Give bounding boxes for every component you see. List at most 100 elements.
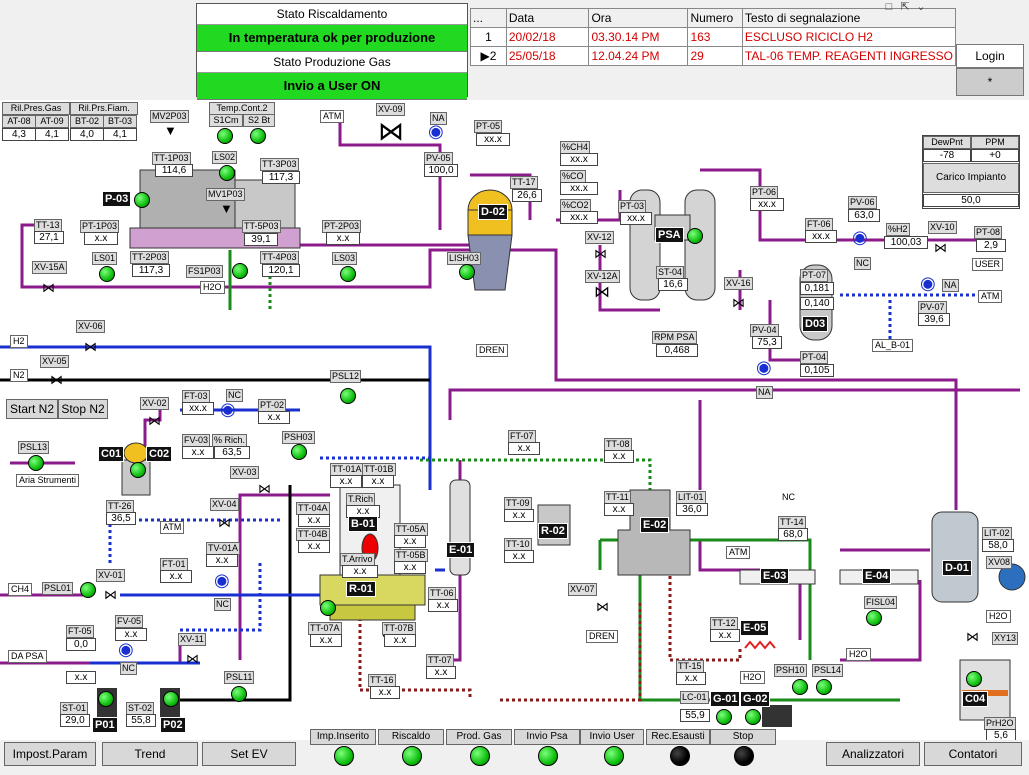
col-time[interactable]: Ora — [588, 8, 689, 28]
xv04-valve-icon[interactable]: ⋈ — [218, 515, 231, 530]
pt04-tag: PT-04 — [800, 351, 829, 364]
c02-equipment[interactable]: C02 — [146, 446, 173, 462]
pt03-value: xx.x — [620, 212, 652, 225]
pv06-actuator-icon[interactable]: ◉ — [852, 227, 868, 247]
login-button[interactable]: Login — [956, 44, 1024, 68]
xy13-tag: XY13 — [992, 632, 1019, 645]
d03-equipment[interactable]: D03 — [802, 316, 829, 332]
tt1p03-value: 114,6 — [155, 164, 193, 177]
alarm-text: TAL-06 TEMP. REAGENTI INGRESSO — [741, 46, 957, 66]
at09-value: 4,1 — [35, 128, 69, 141]
alarm-text: ESCLUSO RICICLO H2 — [741, 27, 957, 47]
xv16-valve-icon[interactable]: ⋈ — [732, 295, 745, 310]
rec-esausti-led — [670, 746, 690, 766]
xv10-valve-icon[interactable]: ⋈ — [934, 240, 947, 255]
fv05-value: x.x — [115, 628, 147, 641]
alarm-table[interactable]: ... Data Ora Numero Testo di segnalazion… — [470, 8, 957, 66]
xv12-valve-icon[interactable]: ⋈ — [594, 246, 607, 261]
col-text[interactable]: Testo di segnalazione — [741, 8, 957, 28]
user-label: USER — [972, 258, 1004, 271]
c01-equipment[interactable]: C01 — [98, 446, 125, 462]
xv11-valve-icon[interactable]: ⋈ — [186, 651, 199, 666]
analizzatori-button[interactable]: Analizzatori — [826, 742, 920, 766]
dren-label-b: DREN — [586, 630, 618, 643]
tv01a-actuator-icon[interactable]: ◉ — [214, 570, 230, 590]
start-n2-button[interactable]: Start N2 — [6, 399, 58, 419]
riscaldo-label: Riscaldo — [378, 729, 444, 745]
xv01-valve-icon[interactable]: ⋈ — [104, 587, 117, 602]
col-date[interactable]: Data — [505, 8, 590, 28]
p02-equipment[interactable]: P02 — [160, 717, 186, 733]
trend-button[interactable]: Trend — [102, 742, 198, 766]
tt10-value: x.x — [504, 550, 534, 563]
e02-equipment[interactable]: E-02 — [640, 517, 670, 533]
xv07-valve-icon[interactable]: ⋈ — [596, 599, 609, 614]
xy13-valve-icon[interactable]: ⋈ — [966, 629, 979, 644]
g02-equipment[interactable]: G-02 — [740, 691, 771, 707]
atm-label-c: ATM — [160, 521, 185, 534]
imp-inserito-led — [334, 746, 354, 766]
impost-param-button[interactable]: Impost.Param — [4, 742, 96, 766]
xv09-valve-icon[interactable]: ⋈ — [378, 116, 404, 146]
g01-equipment[interactable]: G-01 — [710, 691, 741, 707]
mv2p03-valve-icon[interactable]: ▼ — [164, 123, 177, 138]
nc-label-b: NC — [226, 389, 243, 402]
pv07-actuator-icon[interactable]: ◉ — [920, 273, 936, 293]
tt14-value: 68,0 — [778, 528, 808, 541]
e04-equipment[interactable]: E-04 — [862, 568, 892, 584]
p03-equipment[interactable]: P-03 — [102, 191, 132, 207]
d02-equipment[interactable]: D-02 — [478, 204, 508, 220]
expand-icon[interactable]: ⇱ — [900, 1, 910, 13]
heating-status-title: Stato Riscaldamento — [197, 4, 467, 25]
pv05-actuator-icon[interactable]: ◉ — [428, 121, 444, 141]
chevron-down-icon[interactable]: ⌄ — [916, 1, 926, 13]
ft06-value: xx.x — [805, 230, 837, 243]
pv07-value: 39,6 — [918, 313, 950, 326]
alarm-row[interactable]: ▶2 25/05/18 12.04.24 PM 29 TAL-06 TEMP. … — [470, 46, 957, 66]
carico-impianto-tag: Carico Impianto — [923, 163, 1019, 193]
atm-label-a: ATM — [320, 110, 345, 123]
tt15-tag: TT-15 — [676, 660, 704, 673]
alarm-row[interactable]: 1 20/02/18 03.30.14 PM 163 ESCLUSO RICIC… — [470, 27, 957, 47]
e05-equipment[interactable]: E-05 — [740, 620, 770, 636]
ls03-led — [340, 266, 356, 282]
xv11-tag: XV-11 — [178, 633, 206, 646]
col-index[interactable]: ... — [470, 8, 507, 28]
p01-equipment[interactable]: P01 — [92, 717, 118, 733]
fv05-actuator-icon[interactable]: ◉ — [118, 639, 134, 659]
d01-equipment[interactable]: D-01 — [942, 560, 972, 576]
e03-equipment[interactable]: E-03 — [760, 568, 790, 584]
e01-equipment[interactable]: E-01 — [446, 542, 476, 558]
xv05-tag: XV-05 — [40, 355, 69, 368]
psl01-led — [80, 582, 96, 598]
xv03-valve-icon[interactable]: ⋈ — [258, 481, 271, 496]
mv1p03-valve-icon[interactable]: ▼ — [220, 201, 233, 216]
stop-n2-button[interactable]: Stop N2 — [58, 399, 108, 419]
fv03-actuator-icon[interactable]: ◉ — [220, 399, 236, 419]
window-icon[interactable]: □ — [885, 1, 893, 13]
col-number[interactable]: Numero — [687, 8, 743, 28]
xv04-tag: XV-04 — [210, 498, 239, 511]
login-user-field[interactable]: * — [956, 68, 1024, 96]
invio-psa-label: Invio Psa — [514, 729, 580, 745]
r02-equipment[interactable]: R-02 — [538, 523, 568, 539]
xv05-valve-icon[interactable]: ⋈ — [50, 372, 63, 387]
xv12a-valve-icon[interactable]: ⋈ — [594, 284, 610, 301]
r01-equipment[interactable]: R-01 — [346, 581, 376, 597]
h2o-label-c: H2O — [846, 648, 871, 661]
atm-label-d: ATM — [726, 546, 751, 559]
pv04-actuator-icon[interactable]: ◉ — [756, 357, 772, 377]
lish03-tag: LISH03 — [447, 252, 482, 265]
xv06-valve-icon[interactable]: ⋈ — [84, 339, 97, 354]
c04-equipment[interactable]: C04 — [962, 691, 989, 707]
xv02-valve-icon[interactable]: ⋈ — [148, 413, 161, 428]
contatori-button[interactable]: Contatori — [924, 742, 1022, 766]
psl12-tag: PSL12 — [330, 370, 362, 383]
psa-equipment[interactable]: PSA — [655, 227, 684, 243]
set-ev-button[interactable]: Set EV — [202, 742, 296, 766]
s1cm-tag: S1Cm — [209, 114, 243, 127]
s2bt-led — [250, 128, 266, 144]
b01-equipment[interactable]: B-01 — [348, 516, 378, 532]
xv15a-valve-icon[interactable]: ⋈ — [42, 280, 55, 295]
tt17-tag: TT-17 — [510, 176, 538, 189]
